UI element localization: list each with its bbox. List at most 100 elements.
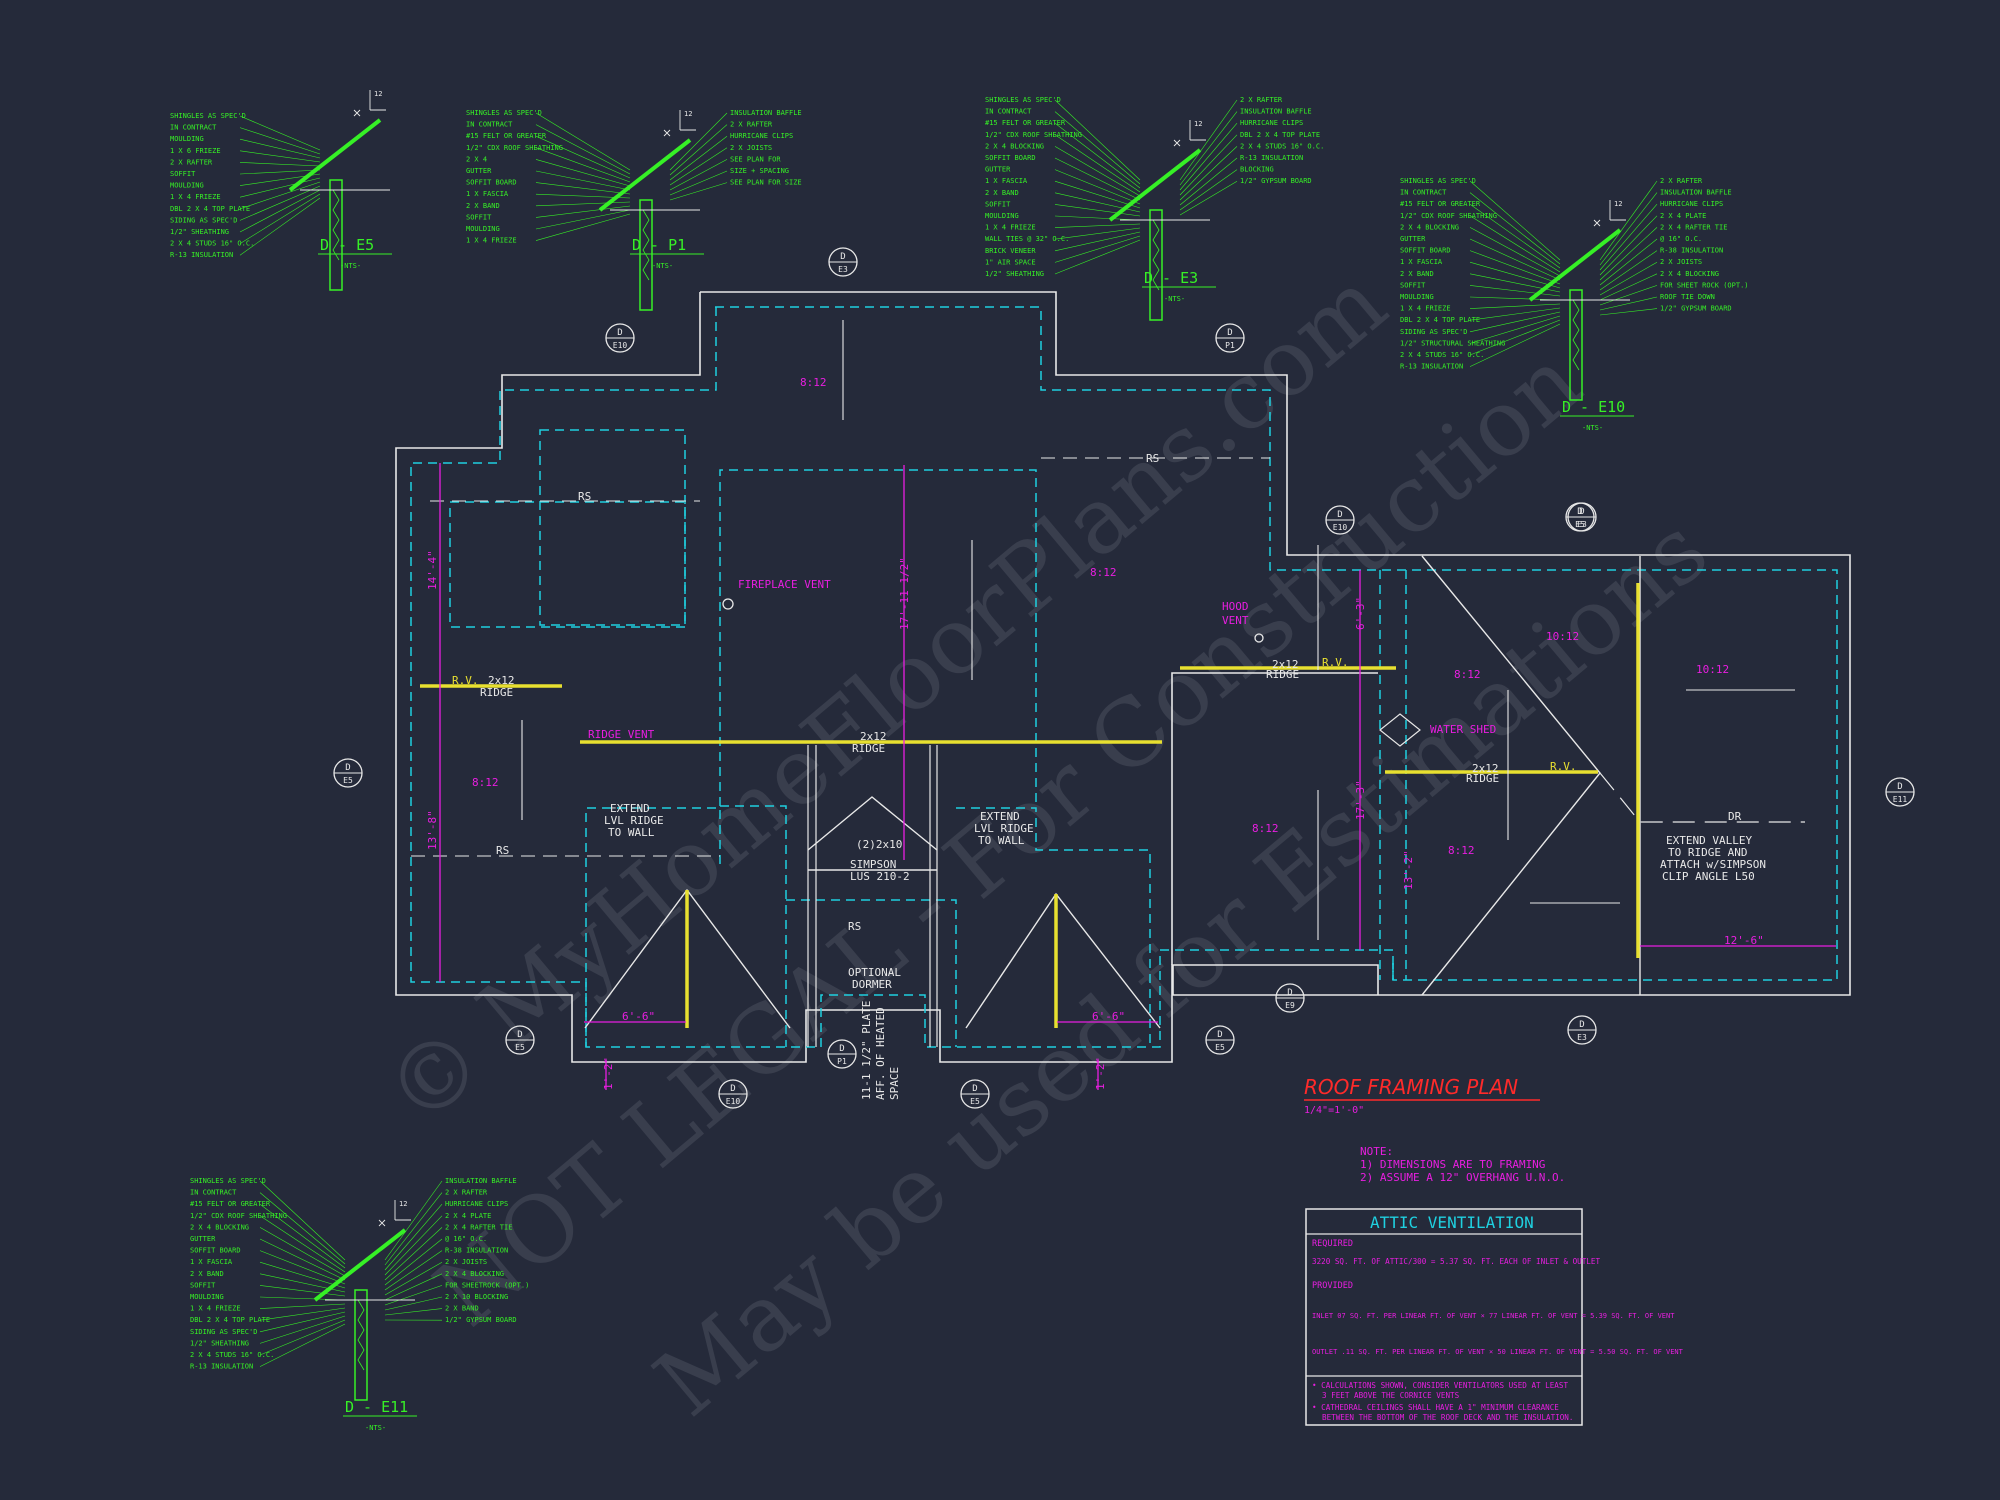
section-callout: DP1 <box>1215 323 1245 353</box>
detail-note: 2 X 4 STUDS 16" O.C. <box>190 1351 274 1359</box>
section-callout: D E10 <box>718 1079 748 1109</box>
detail-id: D - E10 <box>1562 398 1625 416</box>
callout-letter: D <box>1579 507 1584 517</box>
detail-note: SIDING AS SPEC'D <box>190 1328 257 1336</box>
detail-note: SIDING AS SPEC'D <box>1400 328 1467 336</box>
hood-vent-label-2: VENT <box>1222 614 1249 627</box>
extend-label-a2: LVL RIDGE <box>604 814 664 827</box>
detail-note: R-13 INSULATION <box>170 251 233 259</box>
detail-note: 2 X 4 <box>466 155 487 163</box>
detail-note: SOFFIT <box>985 200 1011 208</box>
detail-note: MOULDING <box>466 225 500 233</box>
detail-note: IN CONTRACT <box>1400 189 1447 197</box>
attic-inlet-line: INLET 07 SQ. FT. PER LINEAR FT. OF VENT … <box>1312 1312 1675 1320</box>
callout-sheet: E10 <box>1333 523 1348 532</box>
detail-id: D - E5 <box>320 236 374 254</box>
detail-note: 2 X RAFTER <box>170 158 213 166</box>
rs-label-2: RS <box>1146 452 1159 465</box>
detail-note: 2 X BAND <box>466 202 500 210</box>
dim-6-3: 6'-3" <box>1354 597 1367 630</box>
hood-vent-label: HOOD <box>1222 600 1249 613</box>
dim-14-4: 14'-4" <box>426 550 439 590</box>
callout-sheet: E3 <box>1577 1033 1587 1042</box>
detail-note-right: 2 X JOISTS <box>730 144 772 152</box>
detail-note: R-13 INSULATION <box>190 1363 253 1371</box>
wall-section-details: SHINGLES AS SPEC'D IN CONTRACT MOULDING 1 X… <box>170 90 1749 1432</box>
attic-note-2b: BETWEEN THE BOTTOM OF THE ROOF DECK AND … <box>1322 1413 1573 1422</box>
detail-note: 1/2" SHEATHING <box>190 1339 249 1347</box>
detail-note: MOULDING <box>1400 293 1434 301</box>
detail-note: 1 X 4 FRIEZE <box>170 193 221 201</box>
detail-note-right: 2 X RAFTER <box>445 1189 488 1197</box>
dim-13-2: 13'-2" <box>1402 850 1415 890</box>
detail-note-right: R-38 INSULATION <box>445 1247 508 1255</box>
detail-scale: -NTS- <box>1582 424 1603 432</box>
dim-17-11: 17'-11 1/2" <box>898 557 911 630</box>
plate-label-2: AFF. OF HEATED <box>874 1007 887 1100</box>
detail-note-right: HURRICANE CLIPS <box>1660 200 1723 208</box>
detail-note: 2 X 4 STUDS 16" O.C. <box>1400 351 1484 359</box>
rs-label-3: RS <box>496 844 509 857</box>
detail-note-right: 2 X 4 STUDS 16" O.C. <box>1240 142 1324 150</box>
detail-note: SOFFIT BOARD <box>985 154 1036 162</box>
detail-pitch-rise: 12 <box>399 1200 407 1208</box>
detail-note: 1 X FASCIA <box>466 190 509 198</box>
callout-sheet: E3 <box>838 265 848 274</box>
detail-note-right: SIZE + SPACING <box>730 167 789 175</box>
section-callout: DE9 <box>1275 983 1305 1013</box>
detail-note: #15 FELT OR GREATER <box>985 119 1066 127</box>
detail-note: MOULDING <box>190 1293 224 1301</box>
rv-label-2: R.V. <box>1322 656 1349 669</box>
callout-sheet: E10 <box>726 1097 741 1106</box>
detail-note: 2 X BAND <box>190 1270 224 1278</box>
detail-de3: SHINGLES AS SPEC'DIN CONTRACT#15 FELT OR… <box>985 96 1324 321</box>
detail-note-right: INSULATION BAFFLE <box>445 1177 517 1185</box>
detail-note-right: FOR SHEETROCK (OPT.) <box>445 1281 529 1289</box>
valley-label-2: TO RIDGE AND <box>1668 846 1747 859</box>
section-callouts: DE3DE10DP1DE10DE3DE5DE11DE5DE5DE10DP1DE5… <box>333 247 1915 1109</box>
callout-letter: D <box>345 763 350 773</box>
ridge-label-2: RIDGE <box>852 742 885 755</box>
attic-ventilation-table: ATTIC VENTILATION REQUIRED 3220 SQ. FT. … <box>1305 1208 1684 1426</box>
optional-dormer-2: DORMER <box>852 978 892 991</box>
detail-note-right: DBL 2 X 4 TOP PLATE <box>1240 131 1320 139</box>
section-callout: DE5 <box>1205 1025 1235 1055</box>
section-callout: DE5 <box>960 1079 990 1109</box>
callout-letter: D <box>840 252 845 262</box>
callout-sheet: E11 <box>1893 795 1908 804</box>
detail-note: 1/2" CDX ROOF SHEATHING <box>190 1212 287 1220</box>
detail-note: 1/2" SHEATHING <box>170 228 229 236</box>
ridge-vent-label: RIDGE VENT <box>588 728 655 741</box>
valley-label-3: ATTACH w/SIMPSON <box>1660 858 1766 871</box>
callout-letter: D <box>730 1084 735 1094</box>
detail-pitch-rise: 12 <box>684 110 692 118</box>
detail-note: SOFFIT <box>1400 281 1426 289</box>
callout-letter: D <box>1579 1020 1584 1030</box>
detail-note: IN CONTRACT <box>170 124 217 132</box>
detail-note: MOULDING <box>170 135 204 143</box>
valley-label-4: CLIP ANGLE L50 <box>1662 870 1755 883</box>
detail-note: 1 X FASCIA <box>1400 258 1443 266</box>
detail-de10: SHINGLES AS SPEC'DIN CONTRACT#15 FELT OR… <box>1400 177 1749 432</box>
ridge-label-1: RIDGE <box>480 686 513 699</box>
detail-note: 1/2" CDX ROOF SHEATHING <box>466 144 563 152</box>
detail-note: BRICK VENEER <box>985 247 1036 255</box>
callout-letter: D <box>1217 1030 1222 1040</box>
section-callout: DE5 <box>505 1025 535 1055</box>
detail-note: GUTTER <box>985 166 1011 174</box>
extend-label-a3: TO WALL <box>608 826 655 839</box>
detail-pitch-rise: 12 <box>1194 120 1202 128</box>
section-callout: D E3 <box>1567 1015 1597 1045</box>
detail-note: SHINGLES AS SPEC'D <box>170 112 246 120</box>
detail-note: 1/2" CDX ROOF SHEATHING <box>985 131 1082 139</box>
section-callout: D E3 <box>828 247 858 277</box>
detail-de11: SHINGLES AS SPEC'DIN CONTRACT#15 FELT OR… <box>190 1177 529 1432</box>
detail-note: GUTTER <box>190 1235 216 1243</box>
callout-sheet: P1 <box>1225 341 1235 350</box>
callout-sheet: E10 <box>613 341 628 350</box>
detail-note: GUTTER <box>466 167 492 175</box>
valley-label-1: EXTEND VALLEY <box>1666 834 1752 847</box>
detail-note: #15 FELT OR GREATER <box>1400 200 1481 208</box>
